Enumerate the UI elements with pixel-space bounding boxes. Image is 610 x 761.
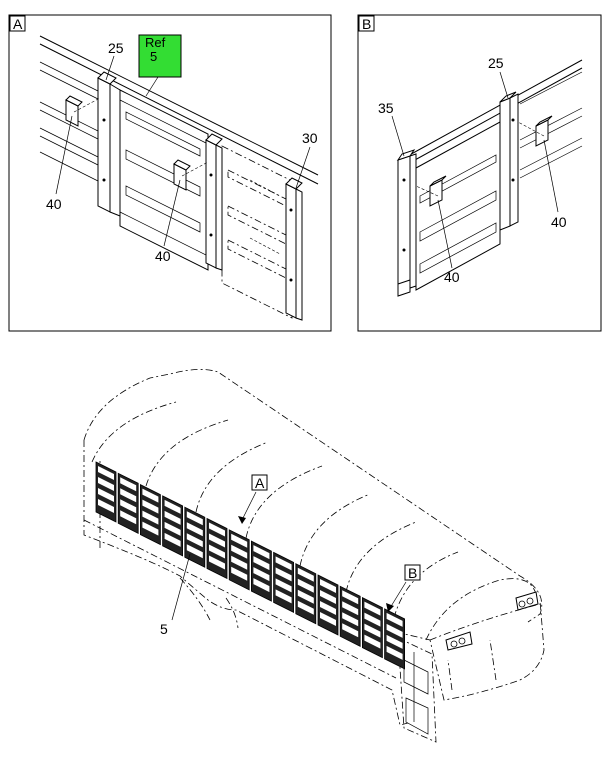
detail-b-clip-40-right [517, 115, 553, 147]
bus-window [251, 540, 272, 602]
detail-a-post-30 [285, 177, 303, 321]
ref-number: 5 [150, 49, 157, 64]
detail-a-callout-25: 25 [108, 40, 124, 56]
detail-b-clip-40-center [415, 175, 447, 207]
bus-window [95, 461, 117, 523]
ref-label: Ref [145, 35, 166, 50]
bus-window [339, 585, 361, 647]
overview-tag-b-box [404, 564, 421, 581]
bus-window [140, 483, 161, 546]
bus-window [206, 517, 228, 580]
detail-a-tag-box [9, 15, 26, 32]
bus-window [362, 596, 383, 659]
bus-window [295, 563, 317, 625]
detail-b-post-35 [396, 149, 417, 297]
detail-a-post-25 [97, 71, 121, 217]
bus-door [397, 637, 437, 743]
ref-highlight-box [138, 34, 182, 78]
bus-window [273, 551, 294, 614]
bus-window [384, 608, 405, 670]
bus-window [228, 529, 250, 591]
front-lights-right [515, 591, 539, 611]
overview-tag-a: A [255, 475, 265, 491]
detail-a-callout-30: 30 [302, 130, 318, 146]
bus-window [162, 495, 183, 557]
detail-a-tag: A [13, 16, 23, 32]
detail-b-callout-25: 25 [488, 55, 504, 71]
bus-overview: 5 A B [83, 369, 545, 743]
bus-front-outline [395, 599, 545, 701]
overview-callout-5: 5 [160, 621, 168, 637]
detail-b-panel: B [357, 14, 602, 332]
detail-b-post-25 [499, 91, 519, 231]
bus-window [117, 472, 139, 534]
bus-body-outline [83, 440, 409, 726]
detail-a-callout-40-left: 40 [46, 196, 62, 212]
detail-a-clip-40-center [173, 159, 209, 191]
detail-b-callout-40-right: 40 [551, 214, 567, 230]
bus-window [184, 506, 206, 568]
detail-a-clip-40-left [65, 95, 101, 127]
front-lights-left [445, 631, 473, 651]
detail-a-post-center [205, 133, 223, 271]
detail-b-callout-40-center: 40 [444, 269, 460, 285]
detail-a-panel: A [8, 14, 332, 332]
bus-window [317, 574, 339, 636]
overview-tag-b: B [408, 565, 417, 581]
detail-b-callout-35: 35 [378, 100, 394, 116]
detail-a-callout-40-center: 40 [155, 248, 171, 264]
window-strip [95, 461, 405, 670]
bus-roof-outline [83, 369, 543, 623]
detail-b-tag: B [362, 16, 371, 32]
overview-tag-a-box [251, 474, 268, 491]
detail-b-tag-box [358, 15, 375, 32]
